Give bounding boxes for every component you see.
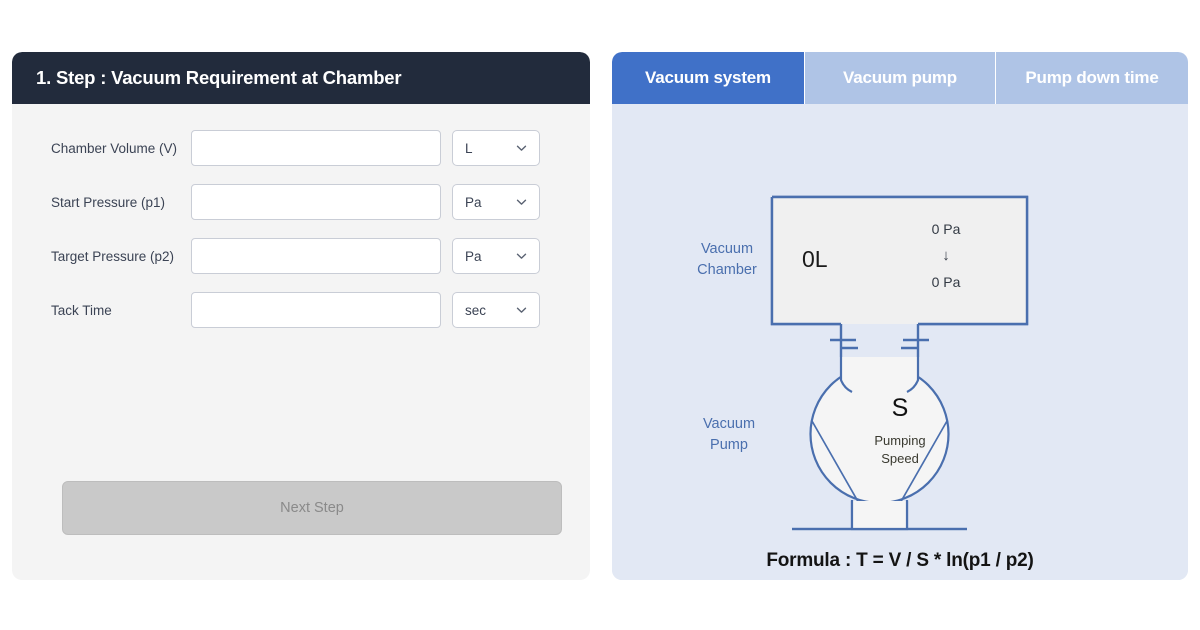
- start-pressure-value: 0 Pa: [931, 221, 961, 237]
- arrow-down-icon: ↓: [942, 247, 950, 264]
- target-pressure-value: 0 Pa: [931, 274, 961, 290]
- tack-time-unit-value: sec: [465, 302, 487, 318]
- pump-speed-caption: Pumping Speed: [860, 432, 940, 467]
- target-pressure-input[interactable]: [191, 238, 441, 274]
- form-body: Chamber Volume (V) L Start Pressure (p1)…: [12, 104, 590, 328]
- pump-label: Vacuum Pump: [674, 414, 784, 456]
- label-target-pressure: Target Pressure (p2): [51, 248, 175, 264]
- tab-vacuum-pump-label: Vacuum pump: [843, 68, 957, 87]
- chamber-volume-input[interactable]: [191, 130, 441, 166]
- tab-vacuum-system-label: Vacuum system: [645, 68, 771, 87]
- formula-text: Formula : T = V / S * ln(p1 / p2): [766, 550, 1034, 571]
- start-pressure-unit-select[interactable]: Pa: [452, 184, 540, 220]
- chevron-down-icon: [515, 250, 528, 263]
- pump-label-line2: Pump: [710, 437, 748, 454]
- diagram-panel: Vacuum system Vacuum pump Pump down time: [612, 52, 1188, 580]
- start-pressure-input[interactable]: [191, 184, 441, 220]
- form-row-tack-time: Tack Time sec: [38, 292, 564, 328]
- pressure-transition: 0 Pa ↓ 0 Pa: [908, 222, 984, 289]
- chamber-label: Vacuum Chamber: [672, 239, 782, 281]
- start-pressure-unit-value: Pa: [465, 194, 482, 210]
- target-pressure-unit-value: Pa: [465, 248, 482, 264]
- chamber-label-line1: Vacuum: [700, 241, 754, 257]
- pump-speed-caption-line1: Pumping: [874, 433, 926, 448]
- chamber-volume-unit-select[interactable]: L: [452, 130, 540, 166]
- chamber-volume-value: 0L: [802, 246, 828, 272]
- page-title: 1. Step : Vacuum Requirement at Chamber: [36, 67, 402, 88]
- label-tack-time: Tack Time: [51, 302, 112, 318]
- pump-label-line1: Vacuum: [702, 416, 756, 432]
- tack-time-unit-select[interactable]: sec: [452, 292, 540, 328]
- label-start-pressure: Start Pressure (p1): [51, 194, 166, 210]
- label-chamber-volume: Chamber Volume (V): [51, 140, 178, 156]
- chamber-label-line2: Chamber: [697, 262, 757, 279]
- chevron-down-icon: [515, 304, 528, 317]
- tack-time-input[interactable]: [191, 292, 441, 328]
- vacuum-system-schematic-svg: [770, 195, 1029, 531]
- tab-vacuum-system[interactable]: Vacuum system: [612, 52, 804, 104]
- form-row-start-pressure: Start Pressure (p1) Pa: [38, 184, 564, 220]
- chamber-volume-unit-value: L: [465, 140, 473, 156]
- card-header: 1. Step : Vacuum Requirement at Chamber: [12, 52, 590, 104]
- chevron-down-icon: [515, 196, 528, 209]
- tab-pump-down-time-label: Pump down time: [1025, 68, 1159, 87]
- tab-pump-down-time[interactable]: Pump down time: [996, 52, 1188, 104]
- step-form-card: 1. Step : Vacuum Requirement at Chamber …: [12, 52, 590, 580]
- chevron-down-icon: [515, 142, 528, 155]
- pump-speed-symbol: S: [891, 394, 909, 422]
- tab-bar: Vacuum system Vacuum pump Pump down time: [612, 52, 1188, 104]
- tab-vacuum-pump[interactable]: Vacuum pump: [804, 52, 996, 104]
- vacuum-system-diagram: Vacuum Chamber Vacuum Pump 0L 0 Pa ↓ 0 P…: [612, 104, 1188, 580]
- pump-speed-caption-line2: Speed: [881, 450, 919, 466]
- form-row-target-pressure: Target Pressure (p2) Pa: [38, 238, 564, 274]
- next-step-button[interactable]: Next Step: [62, 481, 562, 535]
- target-pressure-unit-select[interactable]: Pa: [452, 238, 540, 274]
- form-row-chamber-volume: Chamber Volume (V) L: [38, 130, 564, 166]
